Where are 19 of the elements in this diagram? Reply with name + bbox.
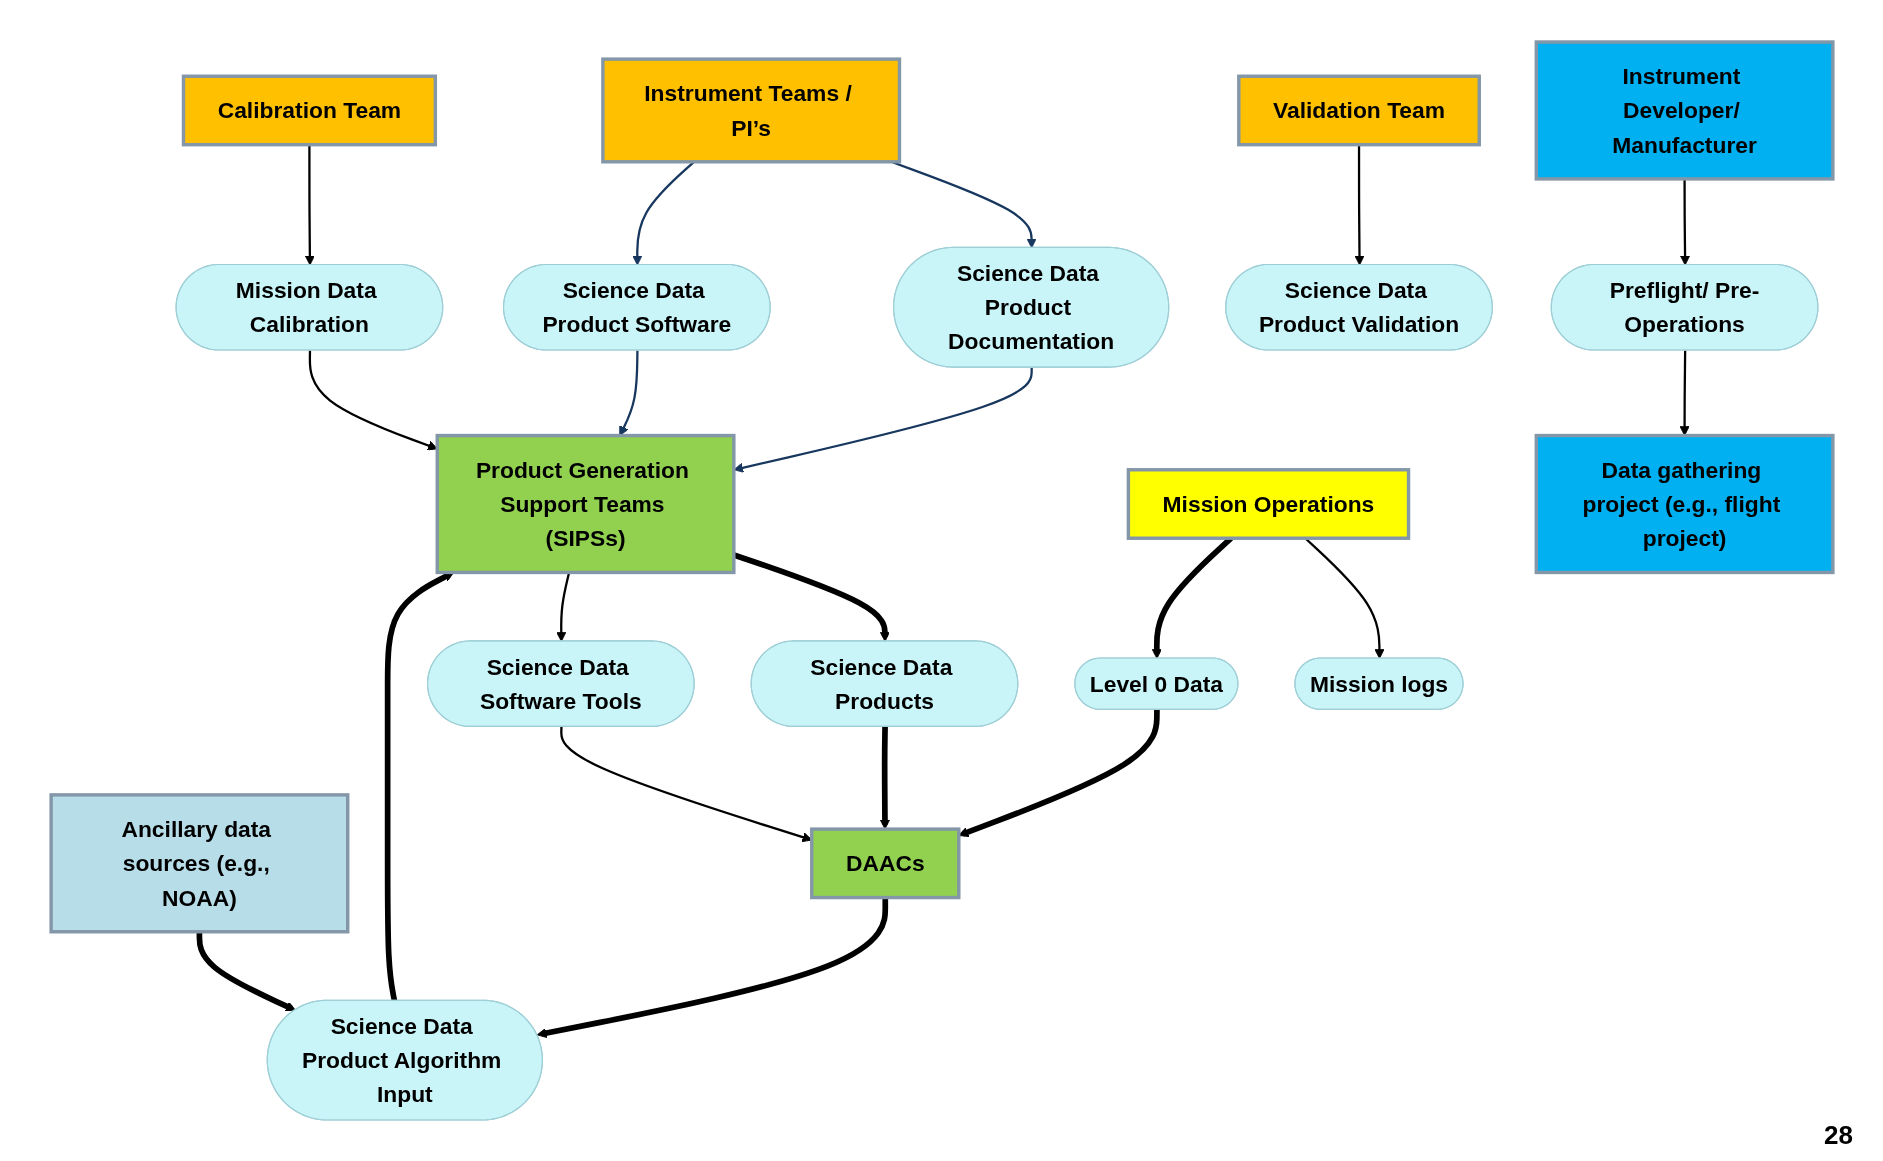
arrow bbox=[555, 571, 570, 642]
node-box: Validation Team bbox=[1236, 74, 1481, 146]
node-box: Data gathering project (e.g., flight project) bbox=[1534, 433, 1835, 574]
arrow bbox=[196, 931, 296, 1011]
node-box: Instrument Developer/ Manufacturer bbox=[1534, 39, 1835, 181]
node-box: Mission Operations bbox=[1126, 467, 1410, 540]
arrow bbox=[304, 144, 315, 265]
arrow bbox=[1679, 178, 1690, 265]
node-box: Ancillary data sources (e.g., NOAA) bbox=[48, 792, 349, 933]
arrow bbox=[384, 571, 454, 1001]
node-box: Product Generation Support Teams (SIPSs) bbox=[435, 433, 736, 574]
arrow bbox=[618, 350, 639, 436]
arrow bbox=[536, 897, 888, 1038]
arrow bbox=[1354, 144, 1365, 265]
page-number: 28 bbox=[1824, 1120, 1853, 1151]
node-box: DAACs bbox=[809, 826, 960, 899]
node-box: Calibration Team bbox=[181, 74, 437, 146]
node-box: Instrument Teams / PI’s bbox=[600, 56, 901, 163]
arrow bbox=[1679, 350, 1690, 436]
